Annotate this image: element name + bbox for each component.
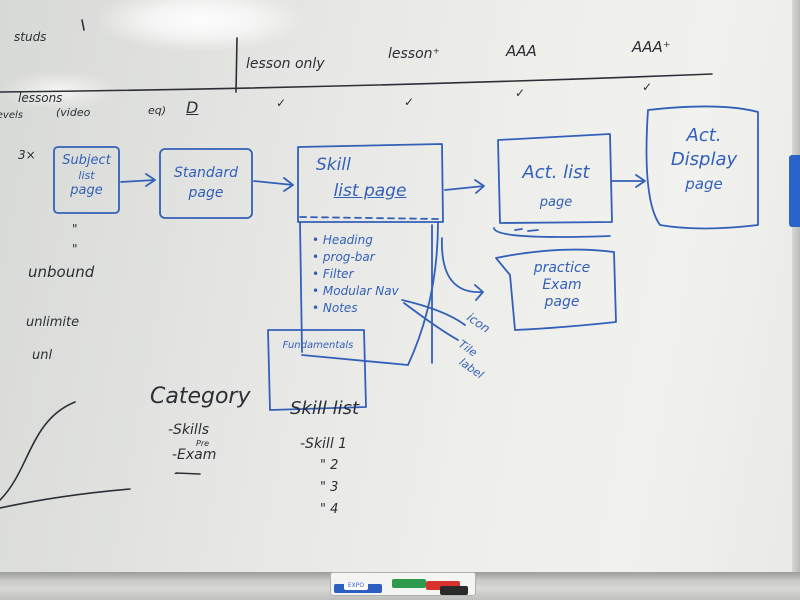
category-title: Category [150,384,251,409]
column-divider [235,37,238,93]
branch-lines [401,299,466,341]
practice-box [495,248,617,331]
arrow-standard-skill [253,177,294,192]
label-count: 3× [18,148,36,162]
arrow-skill-actlist [444,179,485,194]
marker-label: EXPO [344,582,368,590]
column-header: AAA [506,42,537,60]
label-unlimited: unlimite [26,315,80,330]
list-item: • Filter [312,267,354,281]
ditto-mark: " [72,242,78,256]
label-unbound: unbound [28,263,95,281]
subject-box-label: Subject list page [54,153,119,198]
list-item: • Notes [312,301,358,315]
arrow-subject-standard [120,173,156,187]
act-display-box-label: Act. Display page [650,124,758,196]
skill-box-label: Skill list page [300,152,440,204]
practice-box-label: practice Exam page [510,260,614,311]
skill-box [297,143,444,223]
fundamentals-box-label: Fundamentals [270,340,366,352]
arrow-actlist-display [611,174,646,188]
skill-list-item: " 2 [320,458,339,473]
skill-list-item: " 4 [320,502,339,517]
standard-box-label: Standard page [160,163,252,203]
black-marker[interactable] [440,586,468,595]
subject-box [53,146,120,214]
board-frame [792,0,800,600]
column-header: lesson only [246,56,325,72]
ditto-mark: " [72,222,78,236]
check-mark: ✓ [642,80,653,94]
label-levels: levels [0,110,23,121]
category-item: - - - [174,466,195,480]
box-text: page [70,183,103,198]
list-item-text: Notes [322,301,358,315]
label-unl: unl [32,348,53,363]
list-item: • Modular Nav [312,284,399,298]
tick-mark [81,19,85,31]
green-marker[interactable] [392,579,426,588]
light-glare [100,0,300,50]
box-text: Skill [316,155,351,175]
category-item: -Exam [172,447,217,463]
box-text: page [685,175,723,193]
scribble [514,228,539,232]
baseline [0,488,131,509]
skill-items-list: • Heading • prog-bar • Filter • Modular … [312,232,399,317]
check-mark: ✓ [404,95,415,109]
box-text: page [539,195,573,210]
label-lessons: lessons [18,91,63,105]
box-text: list page [333,181,407,201]
dash [175,472,201,475]
box-text: practice [533,260,591,276]
category-item: Pre [196,439,210,448]
column-header: AAA⁺ [632,38,671,56]
label-d: D [186,98,199,117]
act-list-underline [493,227,611,238]
skill-list-item: " 3 [320,480,339,495]
box-text: Fundamentals [282,340,354,351]
box-text: Act. list [522,162,590,183]
standard-box [159,148,253,219]
header-rule [0,73,713,93]
label-studs: studs [14,30,47,44]
box-text: Display [670,149,738,170]
box-text: Standard [174,165,238,181]
growth-curve [0,401,76,501]
box-text: Subject [62,153,111,168]
list-item-text: Filter [322,267,354,281]
list-item-text: Modular Nav [322,284,399,298]
box-text: list [78,169,95,182]
act-list-box [497,133,613,224]
red-marker[interactable] [426,581,460,590]
label-video: (video [56,106,91,119]
box-text: Act. [686,125,722,146]
arrow-skill-practice [441,237,484,301]
list-item-text: Heading [322,233,373,247]
check-mark: ✓ [276,96,287,110]
box-text: Exam [542,277,582,293]
act-list-box-label: Act. list page [500,158,612,218]
label-eq: eq) [148,104,167,117]
eraser-tab [789,155,800,227]
skill-list-title: Skill list [290,398,360,419]
skill-divider [299,216,441,220]
category-item: -Skills [168,422,210,438]
box-text: page [544,294,580,310]
column-header: lesson⁺ [388,46,440,62]
fundamentals-box [267,329,367,411]
list-item: • Heading [312,233,373,247]
box-text: page [188,185,224,201]
list-item-text: prog-bar [322,250,375,264]
list-item: • prog-bar [312,250,375,264]
act-display-box [645,105,759,230]
skill-list-item: -Skill 1 [300,436,348,452]
check-mark: ✓ [515,86,526,100]
marker-tray: EXPO [330,568,476,596]
